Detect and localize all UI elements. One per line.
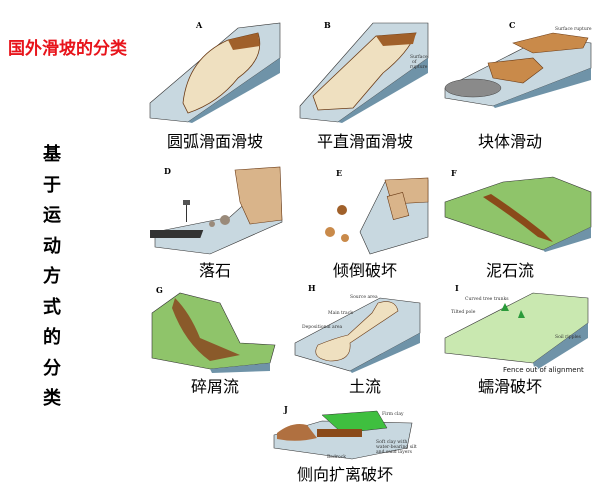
panel-letter: H [308, 283, 316, 293]
diagram-translational-slide: B Surface of rupture [299, 20, 429, 123]
panel-letter: A [195, 20, 203, 30]
label-source-area: Source area [350, 294, 378, 300]
label-depositional-area: Depositional area [302, 324, 343, 330]
diagram-topple: E [325, 168, 429, 255]
diagram-debris-flow: F [444, 168, 592, 252]
caption-debris-flow: 泥石流 [485, 261, 534, 280]
label-firm-clay: Firm clay [382, 411, 404, 417]
caption-rotational-slide: 圆弧滑面滑坡 [166, 132, 263, 151]
caption-debris-avalanche: 碎屑流 [190, 377, 239, 396]
diagram-earthflow: H Source area Main track Depositional ar… [294, 283, 421, 373]
label-main-track: Main track [328, 310, 353, 316]
panel-letter: F [451, 168, 457, 178]
label-bedrock: Bedrock [327, 454, 346, 460]
label-rupture: rupture [410, 64, 428, 70]
side-char: 于 [43, 174, 61, 196]
label-surface-rupture: Surface rupture [555, 26, 592, 32]
caption-lateral-spread: 侧向扩离破坏 [296, 465, 393, 483]
side-char: 基 [43, 144, 61, 165]
panel-letter: C [509, 20, 515, 30]
panel-letter: J [283, 404, 288, 414]
label-surface: Surface [410, 54, 428, 60]
caption-rockfall: 落石 [198, 261, 231, 280]
label-tilted-pole: Tilted pole [451, 309, 476, 315]
slide-title: 国外滑坡的分类 [8, 39, 127, 59]
side-char: 动 [43, 235, 61, 257]
diagram-rockfall: D [150, 166, 283, 255]
panel-letter: E [336, 168, 342, 178]
caption-topple: 倾倒破坏 [332, 261, 397, 280]
side-char: 类 [43, 388, 61, 409]
panel-letter: I [455, 283, 459, 293]
panel-letter: B [324, 20, 331, 30]
diagram-block-slide: C Surface rupture [444, 20, 592, 108]
caption-earthflow: 土流 [348, 377, 381, 396]
diagram-debris-avalanche: G [151, 285, 276, 373]
panel-letter: D [164, 166, 171, 176]
side-char: 方 [43, 266, 61, 287]
label-fence: Fence out of alignment [503, 366, 584, 374]
side-char: 运 [43, 205, 61, 226]
label-curved-tree-trunks: Curved tree trunks [465, 296, 509, 302]
caption-block-slide: 块体滑动 [477, 132, 542, 151]
label-of: of [412, 59, 417, 65]
side-char: 的 [43, 327, 61, 348]
label-soft-clay-1: Soft clay with [376, 439, 407, 445]
label-soft-clay-3: and sand layers [376, 449, 413, 455]
panel-letter: G [156, 285, 163, 295]
side-char: 式 [43, 296, 61, 318]
side-char: 分 [43, 357, 61, 379]
label-soft-clay-2: water-bearing silt [376, 444, 417, 450]
diagram-creep: I Curved tree trunks Tilted pole Soil ri… [444, 283, 589, 375]
diagram-rotational-slide: A [149, 20, 281, 123]
label-soil-ripples: Soil ripples [555, 334, 582, 340]
diagram-lateral-spread: J Firm clay Soft clay with water-bearing… [273, 404, 417, 460]
caption-creep: 蠕滑破坏 [477, 377, 542, 396]
side-label: 基 于 运 动 方 式 的 分 类 [40, 140, 64, 415]
caption-translational-slide: 平直滑面滑坡 [316, 132, 413, 151]
